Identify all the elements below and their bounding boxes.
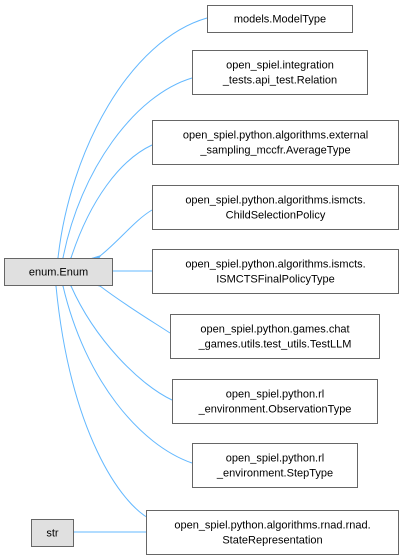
class-node-average-type[interactable]: open_spiel.python.algorithms.external _sa… bbox=[152, 120, 399, 165]
edge-relation-to-enum bbox=[63, 77, 193, 258]
class-node-relation[interactable]: open_spiel.integration _tests.api_test.Re… bbox=[192, 50, 368, 95]
class-node-box bbox=[152, 120, 399, 165]
class-node-label: open_spiel.python.games.chat bbox=[200, 324, 349, 336]
class-node-step-type[interactable]: open_spiel.python.rl _environment.StepTyp… bbox=[192, 443, 358, 488]
class-node-box bbox=[170, 314, 380, 359]
class-node-label: open_spiel.python.algorithms.external bbox=[183, 130, 368, 142]
class-node-label: enum.Enum bbox=[29, 267, 88, 279]
class-node-box bbox=[152, 249, 399, 294]
edge-test-llm-to-enum bbox=[100, 286, 171, 334]
class-node-label: open_spiel.python.algorithms.rnad.rnad. bbox=[174, 520, 370, 532]
class-node-label: _environment.ObservationType bbox=[198, 404, 352, 416]
class-node-label: _sampling_mccfr.AverageType bbox=[199, 145, 350, 157]
class-node-observation-type[interactable]: open_spiel.python.rl _environment.Observa… bbox=[172, 379, 378, 424]
class-node-ismcts-final-policy-type[interactable]: open_spiel.python.algorithms.ismcts. ISMC… bbox=[152, 249, 399, 294]
class-node-label: str bbox=[46, 528, 59, 540]
class-node-label: open_spiel.python.algorithms.ismcts. bbox=[185, 195, 365, 207]
class-node-box bbox=[172, 379, 378, 424]
class-node-child-selection-policy[interactable]: open_spiel.python.algorithms.ismcts. Chil… bbox=[152, 185, 399, 230]
class-node-label: StateRepresentation bbox=[222, 535, 322, 547]
class-node-box bbox=[146, 510, 399, 555]
edge-observation-type-to-enum bbox=[71, 286, 173, 401]
class-node-box bbox=[192, 443, 358, 488]
derived-nodes: models.ModelType open_spiel.integration _t… bbox=[146, 5, 399, 555]
class-node-box bbox=[207, 5, 353, 33]
class-node-enum[interactable]: enum.Enum bbox=[4, 258, 113, 286]
class-node-box bbox=[31, 519, 74, 547]
base-nodes: enum.Enum str bbox=[4, 258, 113, 547]
class-node-box bbox=[152, 185, 399, 230]
edge-child-selection-policy-to-enum bbox=[100, 209, 153, 256]
class-node-label: models.ModelType bbox=[234, 14, 326, 26]
class-node-label: _environment.StepType bbox=[216, 468, 333, 480]
class-node-label: ISMCTSFinalPolicyType bbox=[216, 274, 335, 286]
class-node-label: open_spiel.python.rl bbox=[226, 389, 324, 401]
edge-average-type-to-enum bbox=[71, 144, 153, 258]
edge-state-representation-to-enum bbox=[56, 286, 153, 521]
class-node-box bbox=[4, 258, 113, 286]
class-node-label: _games.utils.test_utils.TestLLM bbox=[198, 339, 352, 351]
edge-step-type-to-enum bbox=[63, 286, 193, 464]
class-node-label: ChildSelectionPolicy bbox=[226, 210, 326, 222]
class-node-label: open_spiel.integration bbox=[226, 60, 334, 72]
class-node-box bbox=[192, 50, 368, 95]
edges bbox=[56, 17, 208, 532]
class-node-model-type[interactable]: models.ModelType bbox=[207, 5, 353, 33]
class-node-label: _tests.api_test.Relation bbox=[222, 75, 337, 87]
class-node-label: open_spiel.python.rl bbox=[226, 453, 324, 465]
class-node-str[interactable]: str bbox=[31, 519, 74, 547]
class-node-label: open_spiel.python.algorithms.ismcts. bbox=[185, 259, 365, 271]
class-node-test-llm[interactable]: open_spiel.python.games.chat _games.utils… bbox=[170, 314, 380, 359]
edge-model-type-to-enum bbox=[58, 17, 208, 258]
class-node-state-representation[interactable]: open_spiel.python.algorithms.rnad.rnad. S… bbox=[146, 510, 399, 555]
